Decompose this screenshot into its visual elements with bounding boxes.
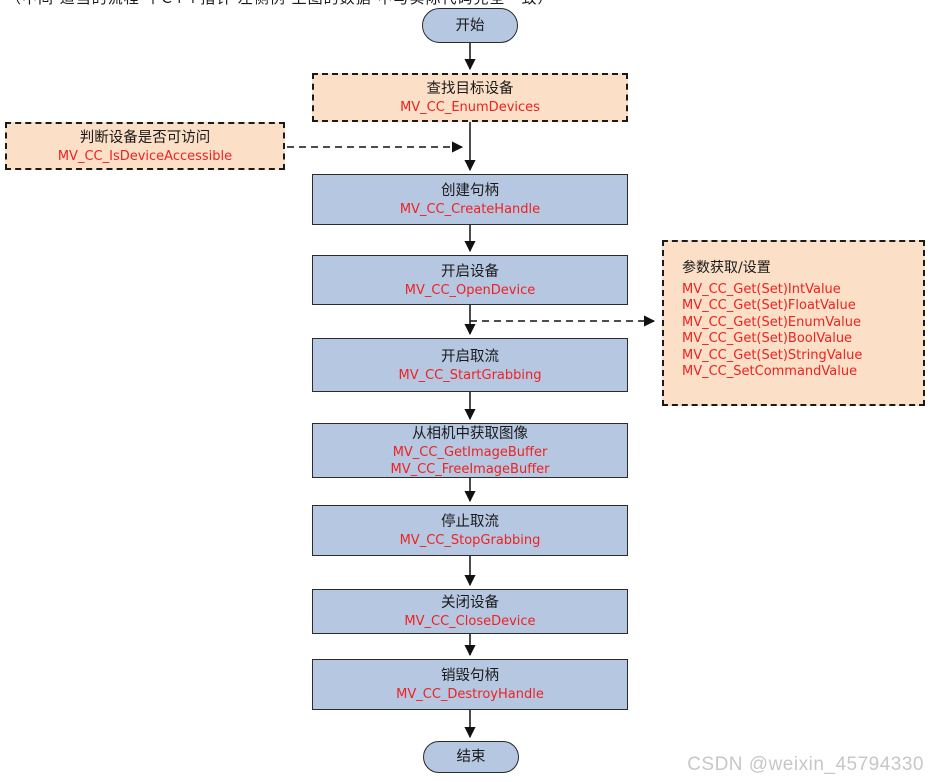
step-api: MV_CC_StopGrabbing [399,533,541,548]
node-close-device: 关闭设备 MV_CC_CloseDevice [312,589,628,634]
watermark: CSDN @weixin_45794330 [687,754,924,775]
note-title: 判断设备是否可访问 [79,129,211,146]
node-destroy-handle: 销毁句柄 MV_CC_DestroyHandle [312,659,628,710]
node-params-note: 参数获取/设置 MV_CC_Get(Set)IntValue MV_CC_Get… [662,240,925,406]
step-api: MV_CC_CreateHandle [399,202,541,217]
step-title: 停止取流 [441,514,499,530]
note-api: MV_CC_Get(Set)EnumValue [682,314,861,330]
step-title: 创建句柄 [441,183,499,199]
step-api: MV_CC_GetImageBuffer [392,444,548,460]
step-title: 关闭设备 [441,595,499,611]
note-api: MV_CC_IsDeviceAccessible [57,148,233,164]
node-start-label: 开始 [455,17,485,34]
step-title: 销毁句柄 [441,668,499,684]
top-clipped-text: （中间 适当的流程 个C++指针 左侧例 上图的数据 中与实际代码完全一致） [6,0,646,8]
node-get-image: 从相机中获取图像 MV_CC_GetImageBuffer MV_CC_Free… [312,423,628,478]
step-api: MV_CC_CloseDevice [404,614,536,629]
node-stop-grabbing: 停止取流 MV_CC_StopGrabbing [312,505,628,556]
note-api: MV_CC_SetCommandValue [682,364,858,380]
note-api: MV_CC_Get(Set)StringValue [682,347,863,363]
note-api: MV_CC_Get(Set)BoolValue [682,331,853,347]
node-end: 结束 [423,741,519,773]
step-title: 开启设备 [441,263,499,280]
node-find-devices: 查找目标设备 MV_CC_EnumDevices [312,73,628,122]
step-api: MV_CC_EnumDevices [400,100,540,115]
step-title: 从相机中获取图像 [412,425,528,442]
node-start-grabbing: 开启取流 MV_CC_StartGrabbing [312,338,628,392]
step-title: 开启取流 [441,348,499,365]
step-api: MV_CC_OpenDevice [404,282,536,298]
step-api: MV_CC_FreeImageBuffer [390,461,550,477]
step-api: MV_CC_StartGrabbing [398,367,542,383]
step-api: MV_CC_DestroyHandle [396,687,544,702]
node-create-handle: 创建句柄 MV_CC_CreateHandle [312,174,628,225]
note-api: MV_CC_Get(Set)IntValue [682,282,841,297]
node-check-accessible: 判断设备是否可访问 MV_CC_IsDeviceAccessible [5,122,285,170]
node-open-device: 开启设备 MV_CC_OpenDevice [312,255,628,305]
note-api: MV_CC_Get(Set)FloatValue [682,298,856,314]
node-start: 开始 [422,8,518,43]
note-title: 参数获取/设置 [682,260,771,276]
node-end-label: 结束 [456,749,486,765]
step-title: 查找目标设备 [426,81,514,97]
